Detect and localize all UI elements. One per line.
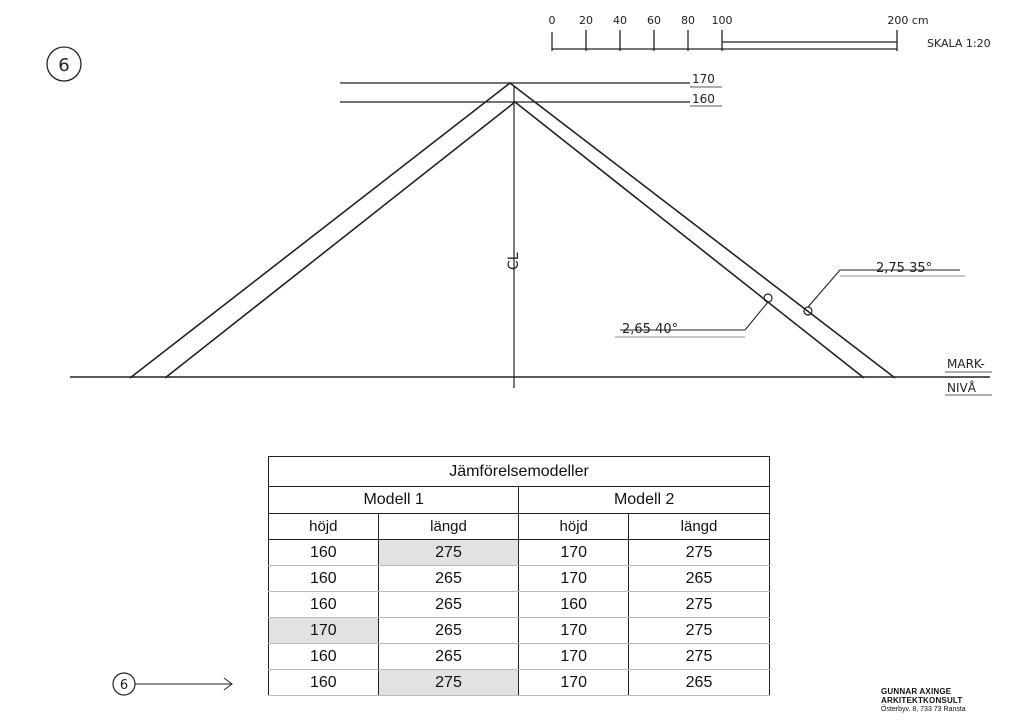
- col-hojd-1: höjd: [268, 513, 379, 540]
- centerline-label: CL: [506, 252, 522, 270]
- table-cell: 160: [268, 565, 379, 592]
- table-cell: 265: [377, 643, 520, 670]
- company-address: Österbyv. 8, 733 73 Ransta: [881, 706, 966, 713]
- table-cell: 265: [628, 565, 770, 592]
- table-cell: 275: [628, 643, 770, 670]
- table-row: 160 265 170 265: [268, 565, 770, 592]
- model-2-header: Modell 2: [518, 486, 770, 514]
- page-number-marker: 6: [46, 46, 82, 82]
- callout-model2: [803, 269, 965, 316]
- company-title: ARKITEKTKONSULT: [881, 696, 963, 705]
- table-row: 160 275 170 265: [268, 669, 770, 696]
- table-cell: 265: [377, 617, 520, 644]
- table-cell: 160: [268, 591, 379, 618]
- scale-tick-200: 200 cm: [887, 14, 928, 27]
- scale-tick-0: 0: [549, 14, 556, 27]
- table-cell: 265: [628, 669, 770, 696]
- table-cell: 170: [518, 669, 629, 696]
- ground-label: MARK- NIVÅ: [945, 357, 992, 396]
- model-1-header: Modell 1: [267, 486, 520, 514]
- table-cell: 275: [628, 539, 770, 566]
- height-lines: [340, 82, 722, 107]
- callout-model1-label: 2,65 40°: [622, 322, 678, 337]
- table-cell: 275: [377, 539, 520, 566]
- table-title: Jämförelsemodeller: [268, 456, 770, 487]
- table-cell: 275: [377, 669, 520, 696]
- table-cell: 160: [268, 669, 379, 696]
- table-row: 160 275 170 275: [268, 539, 770, 566]
- reference-arrow: [112, 672, 233, 696]
- col-hojd-2: höjd: [518, 513, 629, 540]
- scale-tick-80: 80: [681, 14, 695, 27]
- table-row: 170 265 170 275: [268, 617, 770, 644]
- ground-label-line2: NIVÅ: [947, 380, 977, 395]
- table-cell: 170: [518, 539, 629, 566]
- table-cell: 160: [518, 591, 629, 618]
- table-cell: 275: [628, 591, 770, 618]
- table-cell: 160: [268, 539, 379, 566]
- col-langd-1: längd: [377, 513, 520, 540]
- scale-tick-40: 40: [613, 14, 627, 27]
- ground-label-line1: MARK-: [947, 357, 985, 371]
- company-name: GUNNAR AXINGE: [881, 687, 952, 696]
- table-cell: 170: [518, 617, 629, 644]
- truss-lines: [129, 81, 896, 379]
- company-stamp: GUNNAR AXINGE ARKITEKTKONSULT Österbyv. …: [881, 687, 966, 714]
- height-label-170: 170: [692, 72, 715, 86]
- table-cell: 170: [518, 565, 629, 592]
- table-cell: 170: [518, 643, 629, 670]
- scale-tick-60: 60: [647, 14, 661, 27]
- table-cell: 265: [377, 565, 520, 592]
- table-cell: 170: [268, 617, 379, 644]
- scale-label: SKALA 1:20: [927, 37, 991, 50]
- page-number: 6: [58, 55, 69, 76]
- reference-marker-label: 6: [120, 678, 128, 693]
- height-label-160: 160: [692, 92, 715, 106]
- scale-tick-100: 100: [712, 14, 733, 27]
- scale-tick-20: 20: [579, 14, 593, 27]
- col-langd-2: längd: [628, 513, 770, 540]
- scale-tick-labels: 0 20 40 60 80 100 200 cm SKALA 1:20: [549, 14, 991, 50]
- callout-model1: [615, 293, 773, 338]
- table-cell: 265: [377, 591, 520, 618]
- table-cell: 275: [628, 617, 770, 644]
- table-row: 160 265 170 275: [268, 643, 770, 670]
- comparison-table: Jämförelsemodeller Modell 1 Modell 2 höj…: [267, 456, 770, 696]
- scale-bar: [551, 30, 898, 51]
- table-row: 160 265 160 275: [268, 591, 770, 618]
- callout-model2-label: 2,75 35°: [876, 261, 932, 276]
- table-cell: 160: [268, 643, 379, 670]
